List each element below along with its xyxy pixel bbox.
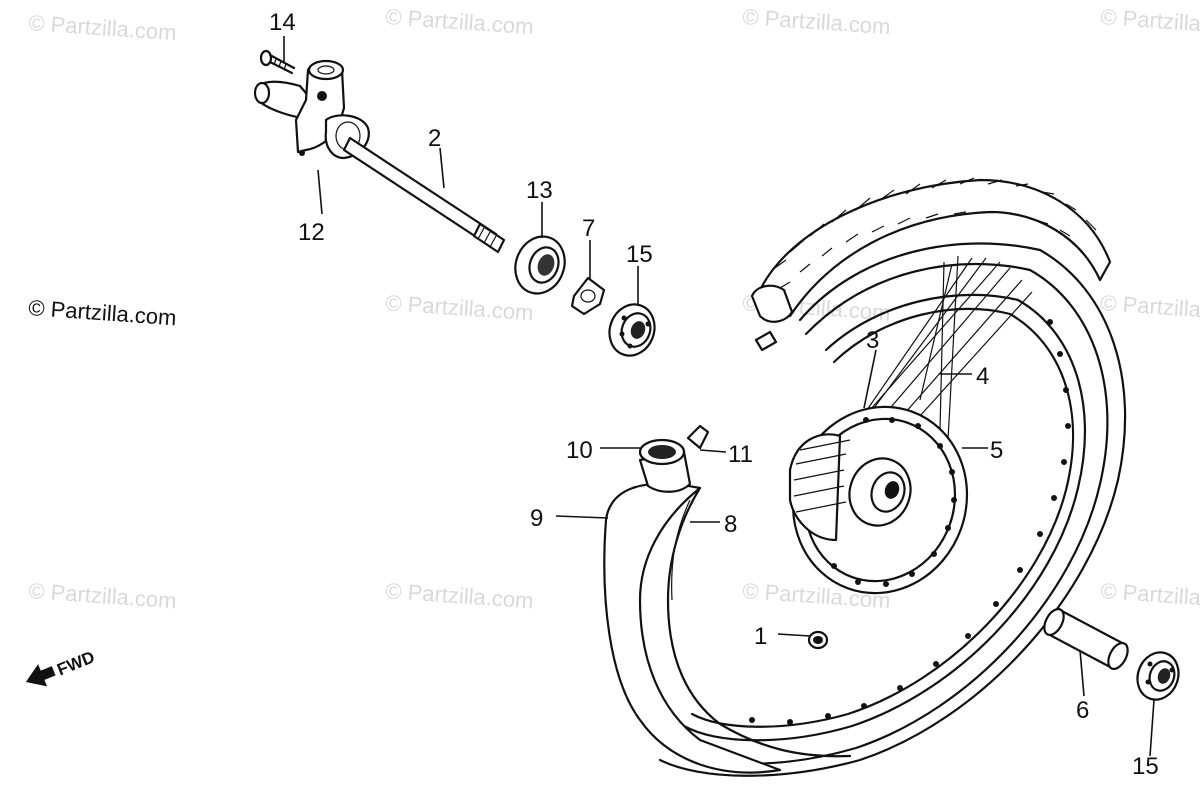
part-screw [259,49,296,75]
part-speedometer-gearbox [253,59,370,160]
watermark: © Partzilla.com [742,4,892,39]
part-bearing-lower [1136,651,1180,701]
callout-2: 2 [428,125,441,152]
callout-12: 12 [298,219,325,246]
callout-3: 3 [866,327,879,354]
watermark: © Partzilla.com [28,578,178,613]
callout-15-upper: 15 [626,241,653,268]
callout-15-lower: 15 [1132,753,1159,780]
forward-direction-indicator: FWD [25,647,97,687]
callout-6: 6 [1076,697,1089,724]
watermark: © Partzilla.com [385,578,535,613]
part-spacer [1043,607,1129,671]
watermark: © Partzilla.com [1100,290,1200,325]
callout-labels: 14 2 12 13 7 15 3 4 5 10 11 9 8 1 6 15 [269,9,1159,780]
part-bearing-upper [608,303,656,357]
callout-7: 7 [582,215,595,242]
callout-1: 1 [754,623,767,650]
watermark: © Partzilla.com [385,290,535,325]
callout-9: 9 [530,505,543,532]
part-tube-and-rim-band [603,482,852,774]
callout-13: 13 [526,177,553,204]
part-valve [638,424,710,493]
callout-11: 11 [728,441,753,468]
watermark: © Partzilla.com [28,10,178,45]
callout-10: 10 [566,437,593,464]
callout-5: 5 [990,437,1003,464]
callout-8: 8 [724,511,737,538]
arrow-left-icon [25,664,56,687]
copyright-label: © Partzilla.com [28,295,178,330]
callout-4: 4 [976,363,989,390]
direction-label: FWD [54,647,97,679]
part-nut [807,630,829,650]
watermark: © Partzilla.com [385,4,535,39]
part-axle [342,136,506,254]
watermark: © Partzilla.com [1100,578,1200,613]
part-wheel-assembly [658,177,1127,777]
watermark: © Partzilla.com [1100,4,1200,39]
leader-lines [283,36,1155,757]
part-dust-seal [514,235,566,295]
callout-14: 14 [269,9,296,36]
part-retainer [570,276,606,316]
